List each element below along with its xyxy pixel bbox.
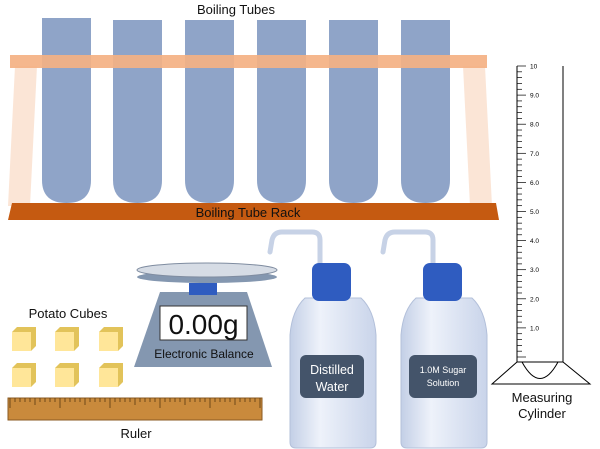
rack-leg-left	[8, 66, 37, 206]
potato-cube	[99, 327, 123, 351]
measuring-cylinder-label-line2: Cylinder	[518, 406, 566, 421]
cylinder-scale-label: 7.0	[530, 151, 539, 158]
bottle-spout	[267, 229, 323, 271]
potato-cubes	[12, 327, 123, 387]
cylinder-ticks	[517, 65, 526, 358]
boiling-tube	[185, 20, 234, 203]
balance-pan	[136, 262, 278, 278]
electronic-balance-label: Electronic Balance	[154, 347, 254, 361]
ruler-ticks	[9, 398, 261, 408]
boiling-tube	[113, 20, 162, 203]
bottle-label	[300, 355, 364, 398]
measuring-cylinder-label-line1: Measuring	[512, 390, 573, 405]
boiling-tube	[42, 18, 91, 203]
boiling-tube	[401, 20, 450, 203]
potato-cube	[55, 327, 79, 351]
measuring-cylinder: 10 9.0 8.0 7.0 6.0 5.0 4.0 3.0 2.0 1.0	[490, 64, 592, 385]
potato-cube	[12, 363, 36, 387]
cylinder-base	[490, 361, 592, 385]
cylinder-scale-label: 2.0	[530, 296, 539, 303]
boiling-tube-rack	[8, 18, 499, 220]
rack-leg-right	[463, 66, 492, 206]
electronic-balance: 0.00g	[134, 262, 278, 367]
boiling-tubes-label: Boiling Tubes	[197, 2, 276, 17]
cylinder-bottom-bulb	[521, 361, 559, 379]
bottle-cap	[312, 263, 351, 301]
distilled-water-label-line2: Water	[316, 380, 349, 394]
cylinder-scale-label: 6.0	[530, 180, 539, 187]
cylinder-scale-label: 9.0	[530, 93, 539, 100]
cylinder-scale: 10 9.0 8.0 7.0 6.0 5.0 4.0 3.0 2.0 1.0	[530, 64, 539, 333]
cylinder-scale-label: 8.0	[530, 122, 539, 129]
potato-cube	[12, 327, 36, 351]
distilled-water-label-line1: Distilled	[310, 363, 354, 377]
cylinder-scale-label: 5.0	[530, 209, 539, 216]
cylinder-scale-label: 10	[530, 64, 538, 71]
ruler	[7, 397, 263, 421]
sugar-solution-bottle: 1.0M Sugar Solution	[380, 229, 488, 449]
rack-top-bar	[10, 55, 487, 68]
bottle-label	[409, 355, 477, 398]
cylinder-scale-label: 3.0	[530, 267, 539, 274]
bottle-spout	[380, 229, 436, 271]
boiling-tube-rack-label: Boiling Tube Rack	[196, 205, 301, 220]
boiling-tubes	[42, 18, 450, 203]
potato-cube	[55, 363, 79, 387]
sugar-solution-label-line2: Solution	[427, 378, 460, 388]
boiling-tube	[329, 20, 378, 203]
balance-reading: 0.00g	[168, 309, 238, 340]
boiling-tube	[257, 20, 306, 203]
balance-stem	[189, 283, 217, 295]
cylinder-scale-label: 1.0	[530, 325, 539, 332]
sugar-solution-label-line1: 1.0M Sugar	[420, 365, 467, 375]
cylinder-scale-label: 4.0	[530, 238, 539, 245]
potato-cubes-label: Potato Cubes	[29, 306, 108, 321]
ruler-label: Ruler	[120, 426, 152, 441]
potato-cube	[99, 363, 123, 387]
bottle-cap	[423, 263, 462, 301]
distilled-water-bottle: Distilled Water	[267, 229, 377, 449]
rack-base	[8, 203, 499, 220]
balance-display	[159, 305, 248, 341]
